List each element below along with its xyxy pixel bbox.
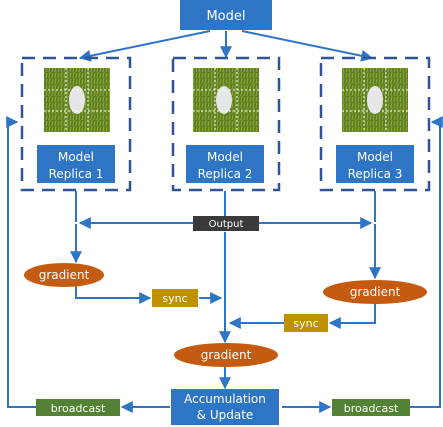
sync-node-1: sync [152, 289, 198, 307]
model-node: Model [180, 0, 272, 30]
gradient-3-label: gradient [201, 348, 252, 362]
output-node: Output [193, 216, 259, 231]
sync-2-label: sync [293, 317, 318, 330]
gradient-2-label: gradient [350, 285, 401, 299]
gradient-node-2: gradient [323, 280, 427, 304]
sample-image-1 [44, 68, 110, 132]
replica-2-line1: Model [207, 150, 243, 164]
broadcast-node-2: broadcast [332, 399, 410, 416]
replica-group-3: Model Replica 3 [319, 56, 431, 192]
sync-node-2: sync [284, 314, 328, 332]
distribute-arrows [78, 30, 374, 62]
gradient-node-3: gradient [174, 343, 278, 367]
broadcast-1-label: broadcast [51, 402, 106, 415]
output-connectors [75, 191, 376, 229]
sync-1-label: sync [162, 292, 187, 305]
broadcast-2-label: broadcast [344, 402, 399, 415]
model-label: Model [206, 9, 245, 24]
replica-1-line2: Replica 1 [49, 167, 104, 181]
output-label: Output [209, 219, 244, 230]
accumulate-line1: Accumulation [184, 392, 266, 406]
replica-group-1: Model Replica 1 [20, 56, 132, 192]
accumulate-line2: & Update [197, 408, 254, 422]
accumulate-node: Accumulation & Update [171, 389, 279, 425]
replica-group-2: Model Replica 2 [171, 56, 281, 192]
gradient-1-label: gradient [39, 268, 90, 282]
sample-image-2 [193, 68, 259, 132]
replica-1-line1: Model [58, 150, 94, 164]
replica-3-line1: Model [357, 150, 393, 164]
replica-3-line2: Replica 3 [348, 167, 403, 181]
flow-lines [6, 116, 443, 413]
sample-image-3 [342, 68, 408, 132]
broadcast-node-1: broadcast [36, 399, 120, 416]
gradient-node-1: gradient [24, 263, 104, 287]
replica-2-line2: Replica 2 [198, 167, 253, 181]
